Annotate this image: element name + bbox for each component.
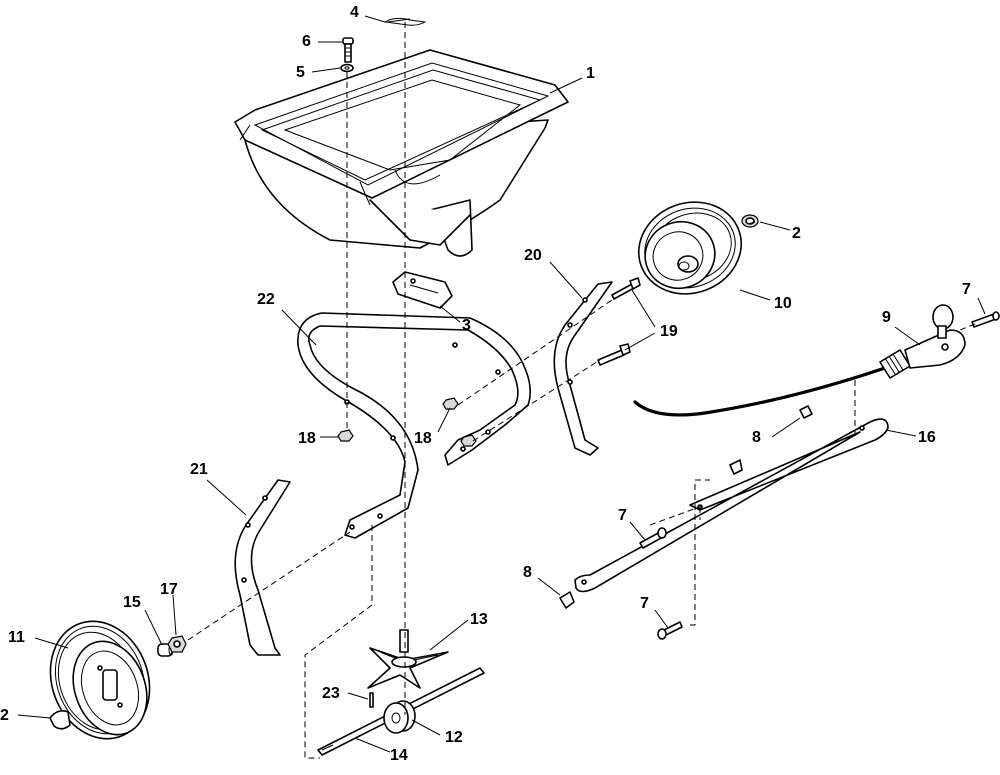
- bolts-part-19: [597, 277, 641, 366]
- wing-nut-part-8-top: [729, 405, 813, 475]
- callout-7-right: 7: [962, 281, 971, 298]
- callout-13: 13: [470, 611, 488, 628]
- hitch-pin-part-4: [383, 17, 427, 26]
- leg-part-21: [234, 479, 291, 656]
- bolt-part-6: [342, 37, 354, 63]
- hub-cap-part-2-top: [741, 214, 759, 228]
- callout-12: 12: [445, 729, 463, 746]
- callout-8-top: 8: [752, 429, 761, 446]
- callout-9: 9: [882, 309, 891, 326]
- leg-part-20: [553, 281, 613, 456]
- callout-4: 4: [350, 4, 359, 21]
- callout-2-bottom: 2: [0, 707, 9, 724]
- nuts-part-18: [337, 397, 477, 447]
- callout-15: 15: [123, 594, 141, 611]
- frame-part-22: [297, 312, 531, 539]
- callout-23: 23: [322, 685, 340, 702]
- nut-part-17: [167, 635, 187, 653]
- callout-1: 1: [586, 65, 595, 82]
- callout-6: 6: [302, 33, 311, 50]
- callout-3: 3: [462, 317, 471, 334]
- callout-22: 22: [257, 291, 275, 308]
- callout-2-top: 2: [792, 225, 801, 242]
- callout-11: 11: [8, 629, 25, 646]
- wing-nut-part-8-bottom: [559, 591, 575, 609]
- wheel-part-11: [49, 620, 151, 740]
- callout-labels: 1 2 2 3 4 5 6 7 7 7 8 8 9 10 11 12 13 14…: [0, 4, 971, 764]
- assembly-lines: [187, 22, 976, 759]
- callout-18-center: 18: [414, 430, 432, 447]
- callout-18-left: 18: [298, 430, 316, 447]
- washer-part-5: [340, 63, 354, 73]
- hopper-part-1: [234, 49, 569, 257]
- roll-pin-part-23: [369, 692, 374, 708]
- handle-part-16: [574, 418, 889, 593]
- callout-7-bottom: 7: [640, 595, 649, 612]
- callout-19: 19: [660, 323, 678, 340]
- callout-16: 16: [918, 429, 936, 446]
- shutoff-plate-part-3: [392, 271, 453, 309]
- screw-part-7-mid: [639, 527, 667, 549]
- callout-14: 14: [390, 747, 408, 764]
- hub-cap-part-2-bottom: [49, 710, 71, 730]
- impeller-part-13: [367, 629, 449, 689]
- callout-20: 20: [524, 247, 542, 264]
- callout-8-bottom: 8: [523, 564, 532, 581]
- callout-21: 21: [190, 461, 208, 478]
- callout-5: 5: [296, 64, 305, 81]
- callout-17: 17: [160, 581, 178, 598]
- screw-part-7-right: [971, 311, 1000, 328]
- control-lever-part-9: [633, 304, 966, 417]
- gear-part-12: [383, 700, 416, 734]
- screw-part-7-bottom: [657, 621, 683, 640]
- wheel-part-10: [637, 201, 743, 295]
- callout-10: 10: [774, 295, 792, 312]
- leader-lines: [17, 15, 986, 753]
- callout-7-mid: 7: [618, 507, 627, 524]
